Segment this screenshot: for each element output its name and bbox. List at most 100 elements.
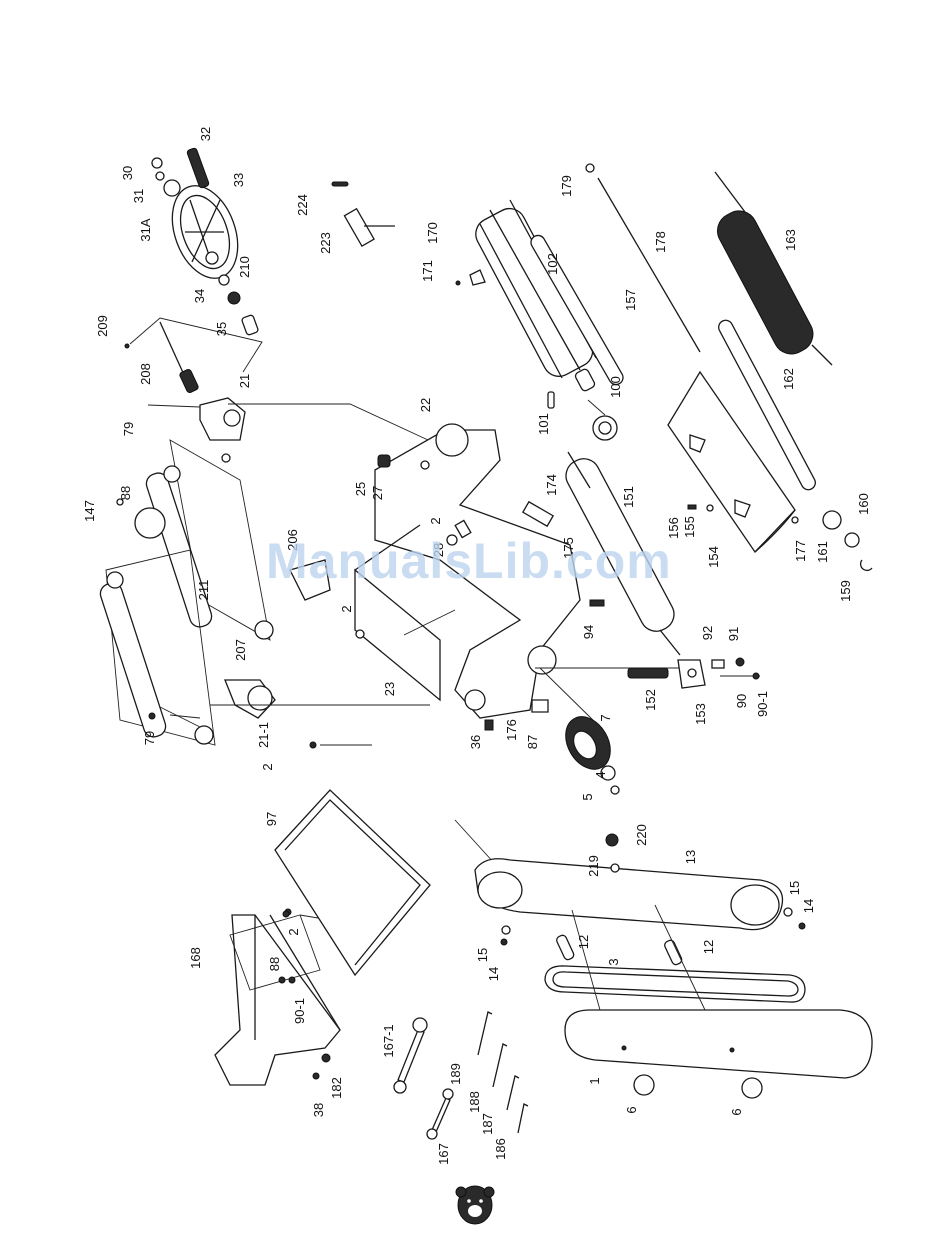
callout-220: 220 <box>634 824 649 846</box>
tool-set <box>393 1011 529 1140</box>
callout-88b: 88 <box>267 957 282 971</box>
callout-179: 179 <box>559 175 574 197</box>
callout-161: 161 <box>815 541 830 563</box>
callout-208: 208 <box>138 363 153 385</box>
callout-5: 5 <box>580 793 595 800</box>
callout-79a: 79 <box>121 422 136 436</box>
callout-210: 210 <box>237 256 252 278</box>
callout-36: 36 <box>468 735 483 749</box>
callout-167: 167 <box>436 1143 451 1165</box>
callout-207: 207 <box>233 639 248 661</box>
callout-2c: 2 <box>260 763 275 770</box>
callout-12b: 12 <box>701 940 716 954</box>
cover-and-dust-hood <box>214 741 431 1086</box>
callout-30: 30 <box>120 166 135 180</box>
roller-left-211 <box>116 439 274 641</box>
callout-88a: 88 <box>118 486 133 500</box>
callout-31A: 31A <box>138 218 153 241</box>
callout-153: 153 <box>693 703 708 725</box>
pulley-and-linkage <box>535 657 760 795</box>
grizzly-bear-logo <box>455 1185 495 1225</box>
callout-152: 152 <box>643 689 658 711</box>
callout-159: 159 <box>838 580 853 602</box>
watermark-text: ManualsLib.com <box>266 533 672 589</box>
callout-206: 206 <box>285 529 300 551</box>
callout-4: 4 <box>593 771 608 778</box>
callout-13: 13 <box>683 850 698 864</box>
callout-33: 33 <box>231 173 246 187</box>
callout-6b: 6 <box>729 1108 744 1115</box>
callout-22: 22 <box>418 398 433 412</box>
callout-6a: 6 <box>624 1106 639 1113</box>
callout-188: 188 <box>467 1091 482 1113</box>
callout-147: 147 <box>82 500 97 522</box>
callout-91: 91 <box>726 627 741 641</box>
callout-155: 155 <box>682 516 697 538</box>
belt-guard-assembly <box>454 819 873 1099</box>
feed-rollers <box>530 163 873 656</box>
callout-182: 182 <box>329 1077 344 1099</box>
callout-90-1b: 90-1 <box>292 998 307 1024</box>
callout-189: 189 <box>448 1063 463 1085</box>
callout-2b: 2 <box>339 605 354 612</box>
callout-79b: 79 <box>142 731 157 745</box>
callout-32: 32 <box>198 127 213 141</box>
callout-175: 175 <box>561 537 576 559</box>
callout-157: 157 <box>623 289 638 311</box>
callout-171: 171 <box>420 260 435 282</box>
callout-38: 38 <box>311 1103 326 1117</box>
callout-27: 27 <box>370 486 385 500</box>
callout-160: 160 <box>856 493 871 515</box>
callout-209: 209 <box>95 315 110 337</box>
callout-211: 211 <box>196 580 211 601</box>
callout-162: 162 <box>781 368 796 390</box>
leadscrew-and-bracket <box>124 317 429 463</box>
callout-168: 168 <box>188 947 203 969</box>
callout-21: 21 <box>237 374 252 388</box>
chip-deflector-154 <box>667 370 799 554</box>
callout-154: 154 <box>706 546 721 568</box>
callout-92: 92 <box>700 626 715 640</box>
head-casting <box>289 423 605 731</box>
callout-31: 31 <box>131 189 146 203</box>
callout-100: 100 <box>608 376 623 398</box>
callout-177: 177 <box>793 540 808 562</box>
callout-15b: 15 <box>475 948 490 962</box>
callout-167-1: 167-1 <box>381 1024 396 1057</box>
small-hardware <box>148 181 806 946</box>
callout-223: 223 <box>318 232 333 254</box>
callout-156: 156 <box>666 517 681 539</box>
callout-34: 34 <box>192 289 207 303</box>
callout-186: 186 <box>493 1138 508 1160</box>
callout-90-1a: 90-1 <box>755 691 770 717</box>
callout-219: 219 <box>586 855 601 877</box>
callout-2a: 2 <box>428 517 443 524</box>
callout-2d: 2 <box>286 928 301 935</box>
callout-7: 7 <box>598 714 613 721</box>
callout-163: 163 <box>783 229 798 251</box>
callout-21-1: 21-1 <box>256 722 271 748</box>
callout-176: 176 <box>504 719 519 741</box>
callout-14a: 14 <box>801 899 816 913</box>
callout-94: 94 <box>581 625 596 639</box>
callout-12a: 12 <box>576 935 591 949</box>
callout-28: 28 <box>431 543 446 557</box>
callout-15a: 15 <box>787 881 802 895</box>
callout-35: 35 <box>214 322 229 336</box>
callout-102: 102 <box>545 253 560 275</box>
callout-187: 187 <box>480 1113 495 1135</box>
callout-174: 174 <box>544 474 559 496</box>
handwheel-assembly <box>151 147 259 336</box>
cutterhead-102 <box>455 199 618 441</box>
callout-87: 87 <box>525 735 540 749</box>
roller-left-79 <box>99 549 430 746</box>
callout-14b: 14 <box>486 967 501 981</box>
callout-3: 3 <box>606 958 621 965</box>
callout-224: 224 <box>295 194 310 216</box>
callout-101: 101 <box>536 413 551 435</box>
callout-170: 170 <box>425 222 440 244</box>
callout-1: 1 <box>587 1077 602 1084</box>
